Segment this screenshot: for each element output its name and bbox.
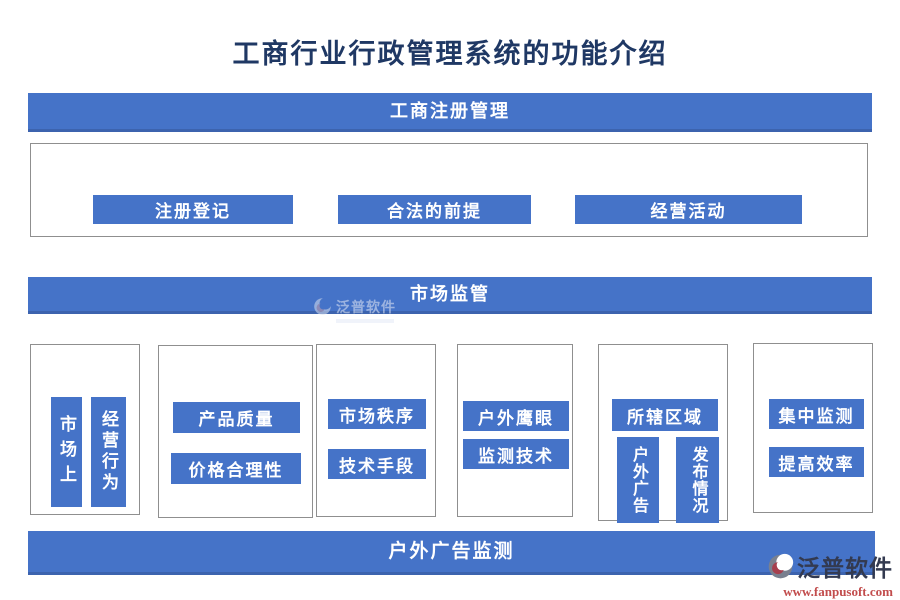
node-improve-efficiency: 提高效率 [769, 447, 864, 477]
fanpu-logo-icon [768, 553, 794, 578]
footer-brand-text: 泛普软件 [797, 556, 893, 581]
market-group-frame-4: 户外鹰眼 监测技术 [457, 344, 573, 517]
footer-brand-logo: 泛普软件 www.fanpusoft.com [767, 549, 893, 600]
banner-market-supervision: 市场监管 [28, 277, 872, 314]
market-group-frame-2: 产品质量 价格合理性 [158, 345, 313, 518]
node-price-reasonableness: 价格合理性 [171, 453, 301, 484]
page-title: 工商行业行政管理系统的功能介绍 [232, 39, 668, 69]
banner-registration: 工商注册管理 [28, 93, 872, 132]
node-legal-premise: 合法的前提 [338, 195, 531, 224]
registration-frame: 注册登记 合法的前提 经营活动 [30, 143, 868, 237]
node-business-activity: 经营活动 [575, 195, 802, 224]
node-product-quality: 产品质量 [173, 402, 300, 433]
market-group-frame-5: 所辖区域 户外广告 发布情况 [598, 344, 728, 523]
node-registration-record: 注册登记 [93, 195, 293, 224]
node-outdoor-eagle-eye: 户外鹰眼 [463, 401, 569, 431]
node-monitoring-technology: 监测技术 [463, 439, 569, 469]
node-business-behavior: 经营行为 [91, 397, 126, 507]
node-publication-status: 发布情况 [676, 437, 719, 523]
node-technical-means: 技术手段 [328, 449, 426, 479]
banner-outdoor-ad-monitoring: 户外广告监测 [28, 531, 875, 575]
node-jurisdiction-area: 所辖区域 [612, 399, 718, 431]
market-group-frame-6: 集中监测 提高效率 [753, 343, 873, 513]
node-in-market: 市场上 [51, 397, 82, 507]
node-centralized-monitoring: 集中监测 [769, 399, 864, 429]
node-outdoor-advertising: 户外广告 [617, 437, 659, 523]
market-group-frame-1: 市场上 经营行为 [30, 344, 140, 515]
footer-url-text: www.fanpusoft.com [783, 584, 893, 599]
node-market-order: 市场秩序 [328, 399, 426, 429]
market-group-frame-3: 市场秩序 技术手段 [316, 344, 436, 517]
center-watermark-subline [336, 319, 394, 323]
